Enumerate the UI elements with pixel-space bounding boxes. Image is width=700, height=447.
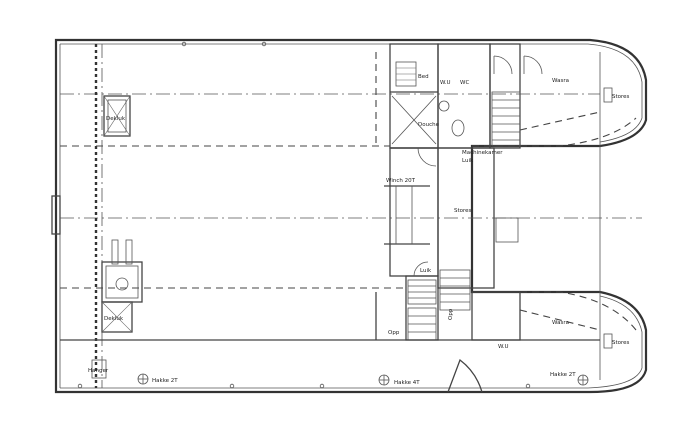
machinery-label-2: Luik (462, 158, 474, 164)
wash-room-lower (471, 291, 521, 341)
sink-label: W.U (440, 80, 451, 86)
hookpoint-2 (378, 374, 390, 386)
deck-fittings (77, 41, 531, 389)
deck-hatch-upper (103, 95, 131, 137)
store-lower-label: Stores (612, 340, 630, 346)
winch (384, 185, 430, 245)
shower-label: Douche (418, 122, 440, 128)
sink-2-label: W.U (498, 344, 509, 350)
machinery-label: Machinekamer (462, 150, 503, 156)
store-upper-box (603, 87, 613, 103)
deckhouse-walls (389, 43, 521, 341)
lower-stairs-3 (407, 307, 437, 341)
hookpoint-3 (577, 374, 589, 386)
grid-lines (60, 44, 642, 388)
store-upper-label: Stores (612, 94, 630, 100)
winch-label: Winch 20T (386, 178, 416, 184)
door-swing-1 (493, 55, 513, 75)
wash-basin (438, 100, 450, 112)
hookpoint-2-label: Hakke 4T (394, 380, 420, 386)
hanger-box (91, 359, 107, 379)
hatch-down-label: Luik (420, 268, 432, 274)
upper-stairs (491, 91, 521, 147)
stern-fender (51, 195, 61, 235)
hatch-1-label: Dekluk (106, 116, 126, 122)
hookpoint-3-label: Hakke 2T (550, 372, 576, 378)
wash-lower-label: Wasra (552, 320, 569, 326)
opp-1-label: Opp (388, 330, 400, 336)
structural-dashed-frames (60, 44, 637, 388)
stores-middle-label: Stores (454, 208, 472, 214)
berth-label: Bed (418, 74, 429, 80)
door-swing-machinery (417, 147, 437, 167)
hull-outline (54, 38, 648, 394)
store-lower-box (603, 333, 613, 349)
lower-stairs-2 (439, 269, 471, 311)
wash-upper-label: Wasra (552, 78, 569, 84)
hatch-2-label: Dekluk (104, 316, 124, 322)
door-swing-lower (413, 261, 429, 277)
hanger-label: Hanger (88, 368, 109, 374)
deck-hatch-lower (101, 239, 143, 333)
toilet (451, 119, 465, 137)
gangway (447, 358, 483, 393)
hookpoint-1-label: Hakke 2T (152, 378, 178, 384)
wc-label: WC (460, 80, 469, 86)
hookpoint-1 (137, 373, 149, 385)
door-swing-2 (523, 55, 543, 75)
opp-2-label: Opp (448, 308, 454, 320)
lower-stairs-1 (407, 279, 437, 305)
stores-cabinet (495, 217, 519, 243)
